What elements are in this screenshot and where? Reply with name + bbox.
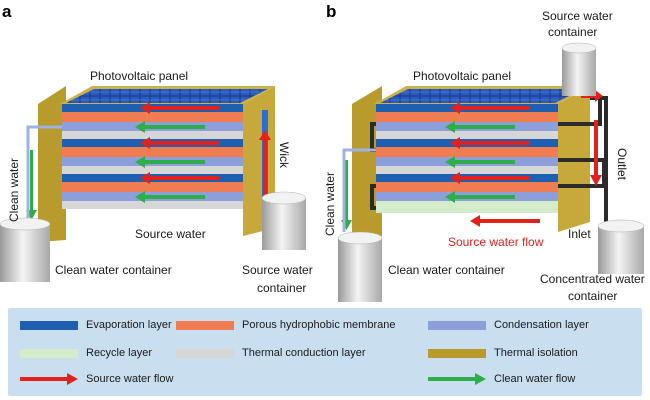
clean-collector-tube: [26, 125, 62, 224]
wick-label: Wick: [277, 142, 291, 169]
legend-item-condensation: Condensation layer: [428, 316, 589, 334]
pv-label-a: Photovoltaic panel: [90, 69, 188, 83]
thermal-isolation-left: [38, 86, 66, 242]
legend-swatch: [20, 348, 78, 358]
legend-swatch: [176, 320, 234, 330]
outlet-tube: [600, 96, 608, 258]
source-water-arrows: [140, 102, 271, 200]
legend-item-source-flow: Source water flow: [20, 370, 173, 388]
source-water-container-b: [561, 42, 597, 96]
source-water-label-a: Source water: [135, 227, 206, 241]
concentrated-water-container: [597, 219, 645, 274]
panel-a: a: [0, 2, 313, 295]
legend-item-clean-flow: Clean water flow: [428, 370, 575, 388]
legend-item-evaporation: Evaporation layer: [20, 316, 172, 334]
green-arrow-icon: [428, 372, 486, 386]
legend-item-thermal-isolation: Thermal isolation: [428, 344, 578, 362]
outlet-label: Outlet: [615, 148, 629, 181]
clean-water-label-a: Clean water: [7, 158, 21, 222]
panel-a-letter: a: [2, 2, 12, 21]
legend-item-membrane: Porous hydrophobic membrane: [176, 316, 395, 334]
legend-label: Clean water flow: [494, 373, 576, 385]
source-container-label-b-line2: container: [548, 25, 597, 39]
legend-label: Thermal conduction layer: [242, 347, 366, 359]
serpentine-tube: [370, 96, 606, 210]
source-container-label-a-line2: container: [257, 281, 306, 295]
legend-label: Source water flow: [86, 373, 174, 385]
conc-container-label-line2: container: [568, 289, 617, 303]
legend-swatch: [20, 320, 78, 330]
red-arrow-icon: [20, 372, 78, 386]
clean-container-label-a: Clean water container: [55, 263, 172, 277]
source-container-label-a-line1: Source water: [242, 263, 313, 277]
source-flow-label: Source water flow: [448, 235, 544, 249]
layer-stack: [62, 104, 243, 209]
legend-label: Condensation layer: [494, 319, 589, 331]
conc-container-label-line1: Concentrated water: [540, 272, 645, 286]
photovoltaic-panel: [66, 89, 268, 103]
legend-item-thermal-conduction: Thermal conduction layer: [176, 344, 366, 362]
legend-swatch: [176, 348, 234, 358]
legend-item-recycle: Recycle layer: [20, 344, 152, 362]
panel-b-letter: b: [326, 2, 336, 21]
clean-water-label-b: Clean water: [323, 172, 337, 236]
photovoltaic-panel-b: [380, 89, 583, 103]
legend-label: Porous hydrophobic membrane: [242, 319, 396, 331]
clean-water-arrows-b: [341, 121, 515, 230]
pv-label-b: Photovoltaic panel: [413, 69, 511, 83]
clean-water-container-b: [337, 231, 383, 302]
legend-label: Evaporation layer: [86, 319, 172, 331]
legend: Evaporation layer Porous hydrophobic mem…: [8, 308, 642, 396]
inlet-label: Inlet: [568, 227, 591, 241]
legend-swatch: [428, 348, 486, 358]
panel-b: b: [323, 2, 645, 303]
clean-container-label-b: Clean water container: [388, 263, 505, 277]
legend-label: Thermal isolation: [494, 347, 578, 359]
clean-water-container-a: [0, 217, 51, 282]
source-water-container-a: [261, 191, 307, 250]
legend-label: Recycle layer: [86, 347, 153, 359]
source-container-label-b-line1: Source water: [542, 9, 613, 23]
clean-collector-tube-b: [342, 148, 376, 232]
legend-swatch: [428, 320, 486, 330]
clean-water-arrows: [26, 121, 205, 220]
desalination-diagram: a: [0, 2, 645, 303]
